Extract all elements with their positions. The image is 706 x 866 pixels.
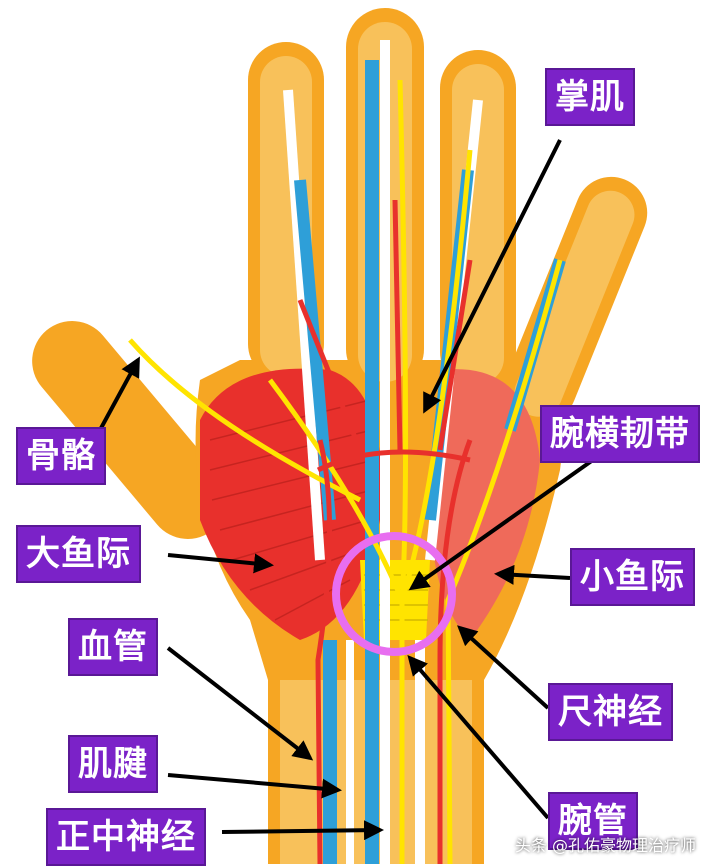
arrow-wanheng — [408, 453, 602, 591]
arteries — [297, 199, 473, 864]
nerves — [128, 79, 563, 864]
arrow-xueguan — [166, 646, 314, 761]
watermark: 头条 @孔佑豪物理治疗师 — [514, 836, 696, 855]
arrow-chishenjing — [457, 625, 550, 710]
label-dayuji: 大鱼际 — [16, 525, 141, 583]
arrow-zhengzhong — [221, 820, 384, 841]
pointer-arrows — [98, 139, 602, 841]
arrow-dayuji — [167, 553, 274, 574]
arrow-wanguan — [407, 654, 550, 820]
label-wanheng: 腕横韧带 — [540, 405, 700, 463]
label-zhengzhong: 正中神经 — [46, 808, 206, 866]
label-wanguan: 腕管 — [548, 792, 638, 850]
arrow-guge — [98, 356, 140, 431]
arrow-xiaoyuji — [494, 564, 571, 585]
label-zhangji: 掌肌 — [545, 68, 635, 126]
label-jijian: 肌腱 — [68, 735, 158, 793]
label-xiaoyuji: 小鱼际 — [570, 548, 695, 606]
arrow-zhangji — [423, 139, 562, 414]
label-xueguan: 血管 — [68, 618, 158, 676]
carpal-tunnel-highlight — [332, 532, 456, 656]
arrow-jijian — [167, 773, 342, 799]
label-chishenjing: 尺神经 — [548, 683, 673, 741]
label-guge: 骨骼 — [16, 427, 106, 485]
